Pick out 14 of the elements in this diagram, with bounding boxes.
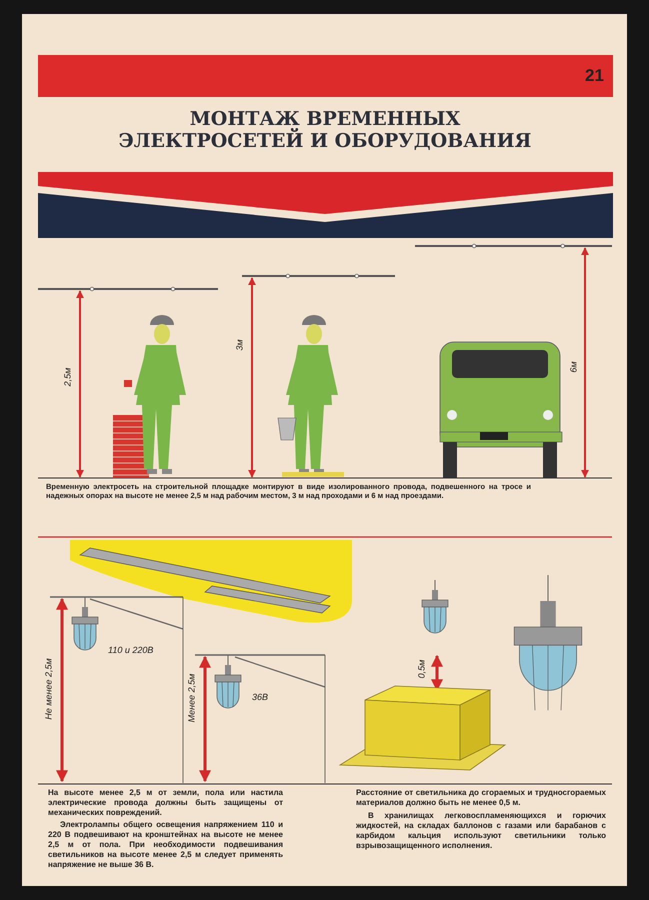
page-number: 21 bbox=[585, 66, 604, 86]
voltage-label: 36В bbox=[252, 692, 268, 702]
body-text: На высоте менее 2,5 м от земли, пола или настила электрические провода должны быть защищены от механических повреждений. bbox=[48, 788, 283, 818]
dimension-label: Не менее 2,5м bbox=[44, 658, 54, 720]
dimension-label: Менее 2,5м bbox=[186, 674, 196, 722]
dimension-label: 0,5м bbox=[416, 660, 426, 678]
poster-title: МОНТАЖ ВРЕМЕННЫХ ЭЛЕКТРОСЕТЕЙ И ОБОРУДОВАНИЯ bbox=[118, 108, 532, 152]
body-text: Электролампы общего освещения напряжением 110 и 220 В подвешивают на кронштейнах на высоте не менее 2,5 м от пола. При необходимости подвешивания светильников на высоте менее 2,5 м следует применять напряжение не выше 36 В. bbox=[48, 820, 283, 870]
body-text: В хранилищах легковоспламеняющихся и горючих жидкостей, на складах баллонов с газами или барабанов с карбидом кальция используют светильники только взрывозащищенного исполнения. bbox=[356, 811, 606, 851]
voltage-label: 110 и 220В bbox=[108, 645, 154, 655]
dimension-label: 3м bbox=[234, 339, 245, 351]
body-text: Расстояние от светильника до сгораемых и трудносгораемых материалов должно быть не менее 0,5 м. bbox=[356, 788, 606, 808]
dimension-label: 6м bbox=[568, 361, 579, 373]
dimension-label: 2,5м bbox=[62, 368, 72, 386]
